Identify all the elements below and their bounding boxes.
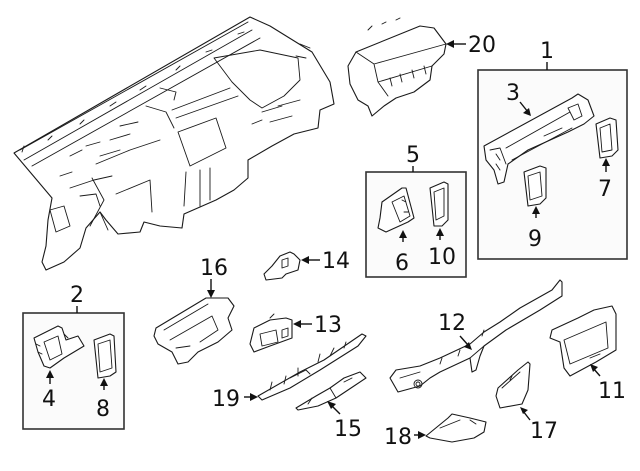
callout-3[interactable]: 3 <box>506 81 520 106</box>
arrow-9 <box>532 206 540 214</box>
callout-1[interactable]: 1 <box>540 39 554 64</box>
part-12-lower-center-trim[interactable] <box>389 279 563 393</box>
callout-4[interactable]: 4 <box>42 387 56 412</box>
callout-10[interactable]: 10 <box>428 245 456 270</box>
part-10-vent-seal[interactable] <box>429 181 449 227</box>
arrow-12 <box>464 342 472 350</box>
callout-13[interactable]: 13 <box>314 313 342 338</box>
callout-12[interactable]: 12 <box>438 311 466 336</box>
arrow-6 <box>399 230 407 238</box>
callout-20[interactable]: 20 <box>468 33 496 58</box>
arrow-16 <box>207 290 215 298</box>
arrow-20 <box>446 40 454 48</box>
dashboard-frame-part[interactable] <box>13 16 335 271</box>
part-14-mounting-bracket[interactable] <box>263 251 301 281</box>
arrow-14 <box>301 256 309 264</box>
callout-17[interactable]: 17 <box>530 419 558 444</box>
arrow-13 <box>293 320 301 328</box>
callout-6[interactable]: 6 <box>395 251 409 276</box>
arrow-17 <box>520 407 528 414</box>
callout-14[interactable]: 14 <box>322 249 350 274</box>
callout-11[interactable]: 11 <box>598 379 626 404</box>
part-3-upper-trim-bezel[interactable] <box>483 93 595 185</box>
arrow-15 <box>327 401 336 409</box>
part-8-vent-seal[interactable] <box>93 333 117 379</box>
arrow-19 <box>250 393 258 401</box>
part-4-switch-bezel[interactable] <box>33 325 85 369</box>
callout-19[interactable]: 19 <box>212 387 240 412</box>
part-20-airbag[interactable] <box>347 17 447 117</box>
callout-18[interactable]: 18 <box>384 425 412 450</box>
part-19-lower-dash-trim[interactable] <box>257 333 367 401</box>
part-15-lower-trim-strip[interactable] <box>295 371 367 411</box>
callout-9[interactable]: 9 <box>528 227 542 252</box>
part-18-end-cover[interactable] <box>425 413 487 443</box>
callout-2[interactable]: 2 <box>70 283 84 308</box>
callout-15[interactable]: 15 <box>334 417 362 442</box>
part-17-side-cover[interactable] <box>495 361 531 409</box>
part-9-vent-seal[interactable] <box>523 165 547 207</box>
callout-8[interactable]: 8 <box>96 397 110 422</box>
part-11-display-bezel[interactable] <box>549 305 617 377</box>
leader-12 <box>459 335 469 346</box>
callout-16[interactable]: 16 <box>200 256 228 281</box>
part-6-vent-housing[interactable] <box>377 187 415 233</box>
arrow-8 <box>100 378 108 386</box>
arrow-4 <box>46 370 54 378</box>
arrow-10 <box>436 228 444 236</box>
callout-7[interactable]: 7 <box>598 177 612 202</box>
callout-5[interactable]: 5 <box>406 143 420 168</box>
arrow-7 <box>602 158 610 166</box>
arrow-3 <box>523 108 531 116</box>
arrow-18 <box>418 431 426 439</box>
part-16-cluster-bezel[interactable] <box>153 297 235 365</box>
part-7-vent-seal[interactable] <box>595 117 619 159</box>
arrow-11 <box>590 364 598 372</box>
part-13-switch-bracket[interactable] <box>249 313 293 353</box>
